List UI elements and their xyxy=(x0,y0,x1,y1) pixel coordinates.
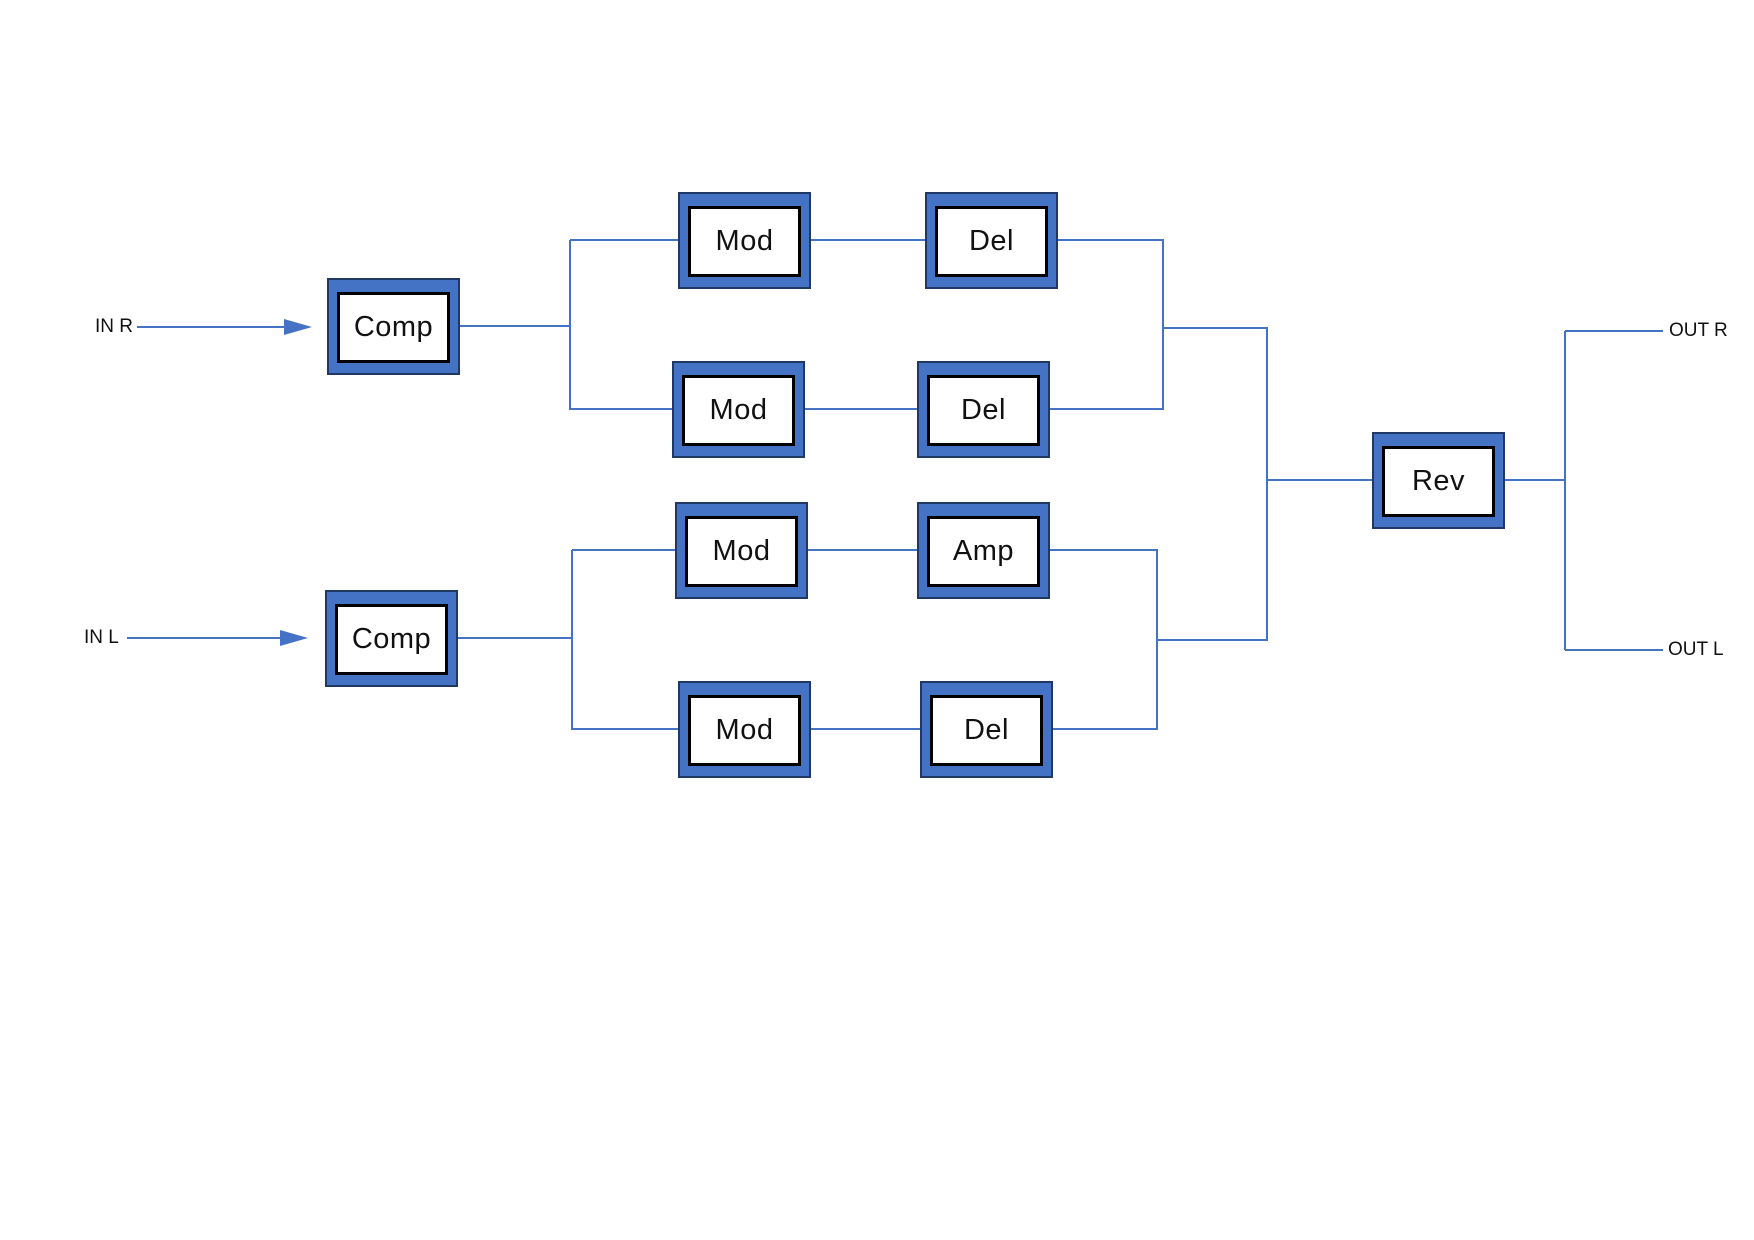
arrowhead-in-r-icon xyxy=(284,319,312,335)
node-amp: Amp xyxy=(917,502,1050,599)
node-comp-l: Comp xyxy=(325,590,458,687)
port-label-out-l: OUT L xyxy=(1668,639,1724,660)
node-del-4: Del xyxy=(920,681,1053,778)
node-mod-4: Mod xyxy=(678,681,811,778)
node-mod-4-label: Mod xyxy=(688,695,801,766)
node-comp-l-label: Comp xyxy=(335,604,448,675)
node-del-1-label: Del xyxy=(935,206,1048,277)
node-del-4-label: Del xyxy=(930,695,1043,766)
node-del-1: Del xyxy=(925,192,1058,289)
node-mod-3-label: Mod xyxy=(685,516,798,587)
node-mod-1-label: Mod xyxy=(688,206,801,277)
arrowhead-in-l-icon xyxy=(280,630,308,646)
node-mod-1: Mod xyxy=(678,192,811,289)
node-mod-3: Mod xyxy=(675,502,808,599)
port-label-out-r: OUT R xyxy=(1669,320,1728,341)
node-rev-label: Rev xyxy=(1382,446,1495,517)
node-amp-label: Amp xyxy=(927,516,1040,587)
node-mod-2-label: Mod xyxy=(682,375,795,446)
node-del-2: Del xyxy=(917,361,1050,458)
port-label-in-r: IN R xyxy=(95,316,133,337)
node-comp-r-label: Comp xyxy=(337,292,450,363)
node-mod-2: Mod xyxy=(672,361,805,458)
port-label-in-l: IN L xyxy=(84,627,119,648)
node-rev: Rev xyxy=(1372,432,1505,529)
node-comp-r: Comp xyxy=(327,278,460,375)
node-del-2-label: Del xyxy=(927,375,1040,446)
